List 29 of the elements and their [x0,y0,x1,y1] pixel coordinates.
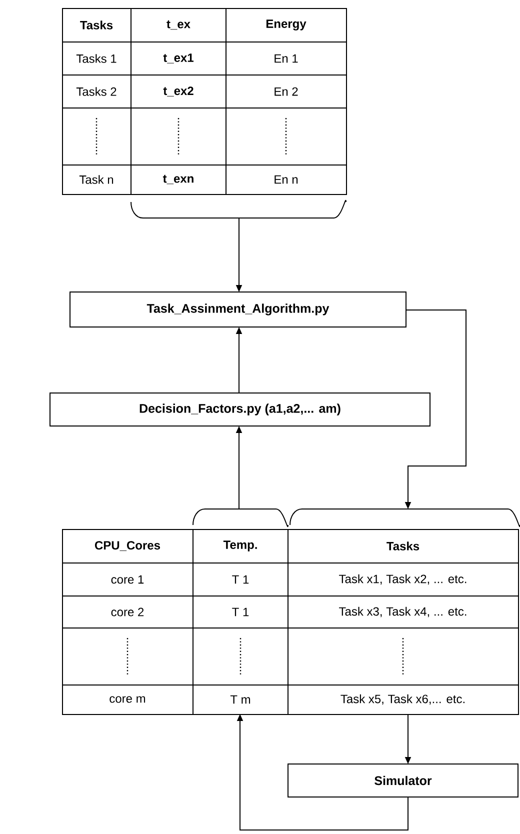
cell-text: t_ex1 [163,54,194,64]
process-box: Decision_Factors.py (a1,a2,... am) [50,392,430,426]
cell-text: core 2 [111,608,144,616]
column-header: Tasks [80,20,113,30]
cell-text: t_ex2 [163,86,194,96]
column-header: Energy [266,20,306,30]
cell-text: core m [110,696,146,703]
cell-text: T m [230,695,250,704]
column-header: Temp. [223,540,257,552]
process-box: Task_Assinment_Algorithm.py [70,292,406,328]
cell-text: Tasks 1 [76,54,116,63]
cell-text: En n [274,175,298,184]
cell-text: Task x5, Task x6,... etc. [340,694,464,705]
cell-text: Task x3, Task x4, ... etc. [339,606,466,618]
table-drawing [62,528,519,715]
cell-text: Task n [79,175,114,184]
cell-text: Tasks 2 [76,87,116,96]
cell-text: T 1 [232,575,249,584]
cell-text: t_exn [162,174,194,184]
cell-text: T 1 [232,608,249,616]
column-header: CPU_Cores [94,541,160,551]
process-box: Simulator [288,764,518,798]
column-header: t_ex [166,20,190,30]
table-drawing [62,8,347,195]
cell-text: Task x1, Task x2, ... etc. [339,574,466,585]
cell-text: En 2 [274,87,298,96]
cell-text: core 1 [111,575,144,584]
cell-text: En 1 [274,54,298,63]
column-header: Tasks [386,542,420,550]
